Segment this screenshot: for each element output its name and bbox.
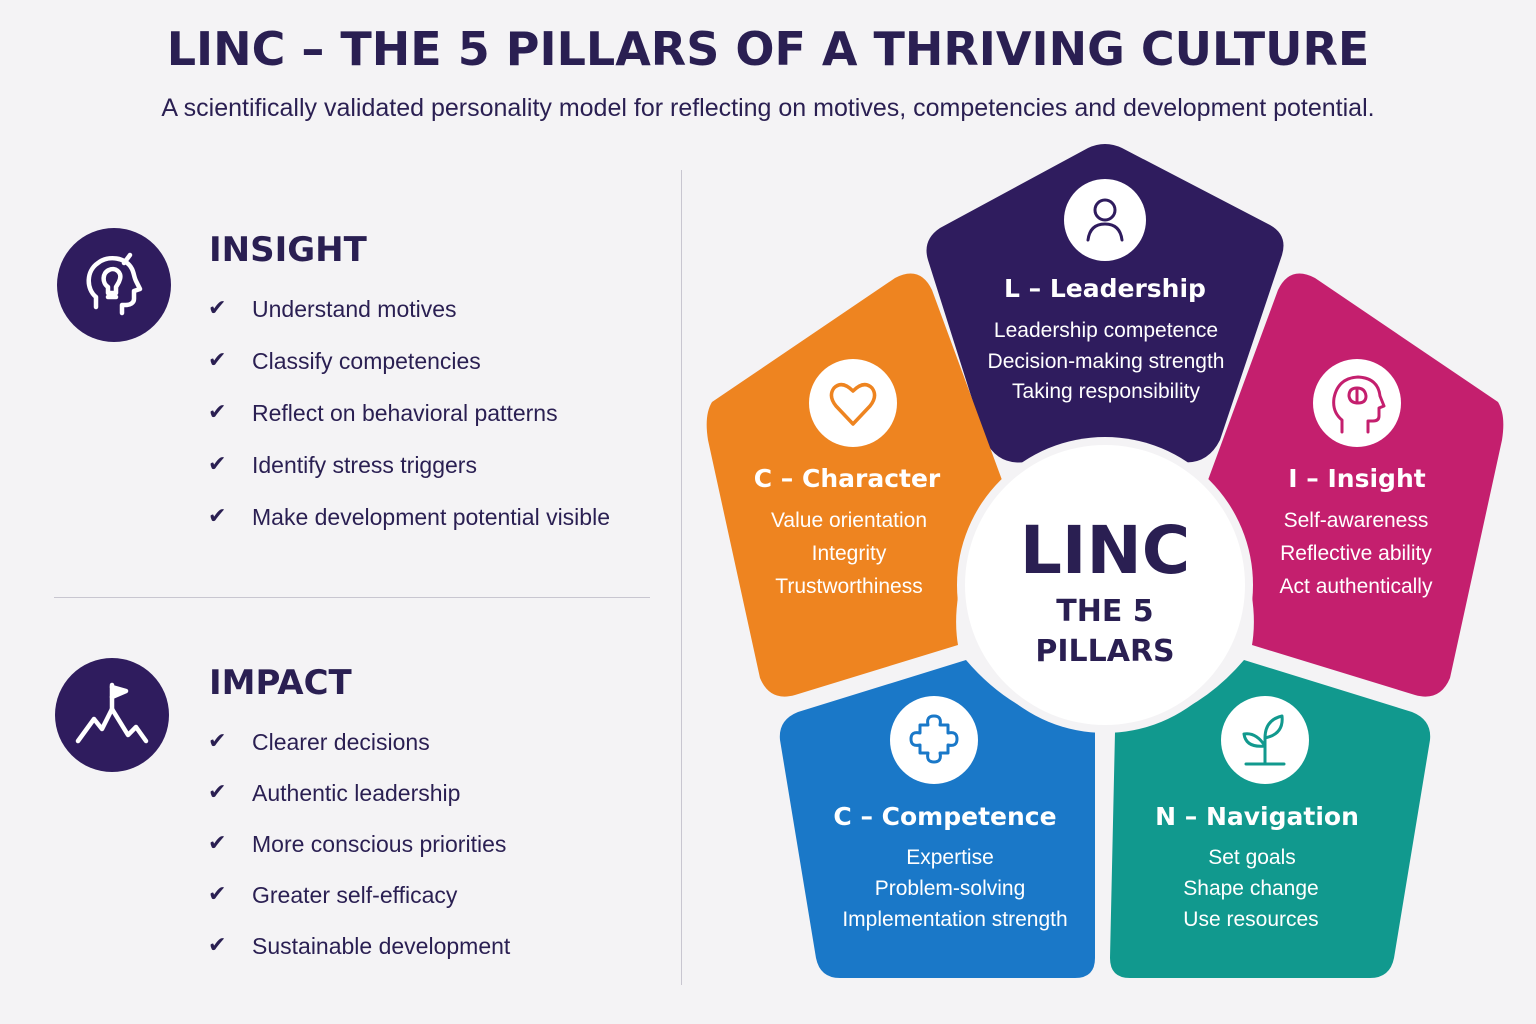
pillar-competence-shape [779,660,1095,978]
pillar-character-label: C – Character [754,464,941,493]
list-item: ✔Authentic leadership [208,780,461,806]
center-subtitle-line2: PILLARS [1035,634,1174,669]
list-item: ✔Understand motives [208,296,457,322]
pillar-navigation-item: Shape change [1183,877,1318,900]
horizontal-divider [54,597,650,598]
pillar-competence-label: C – Competence [833,802,1056,831]
center-hub-disc [965,445,1245,725]
section-title-insight: INSIGHT [209,230,367,270]
pillar-leadership-item: Decision-making strength [988,350,1225,373]
pillar-navigation: N – Navigation Set goals Shape change Us… [1110,660,1431,978]
pillar-insight-item: Self-awareness [1284,509,1429,532]
pillar-insight-item: Reflective ability [1280,542,1432,565]
list-item: ✔Classify competencies [208,348,481,374]
list-item: ✔More conscious priorities [208,831,507,857]
pillar-insight: I – Insight Self-awareness Reflective ab… [1208,273,1504,697]
linc-pillars-diagram: L – Leadership Leadership competence Dec… [706,144,1504,978]
center-hub: LINC THE 5 PILLARS [957,437,1253,733]
check-icon: ✔ [208,729,227,754]
pillar-navigation-shape [1110,660,1431,978]
check-icon: ✔ [208,882,227,907]
insight-list: ✔Understand motives ✔Classify competenci… [208,296,610,556]
brain-head-icon [1332,375,1386,434]
pillar-insight-shape [1208,273,1504,697]
list-item: ✔Sustainable development [208,933,511,959]
check-icon: ✔ [208,400,227,425]
pillar-leadership-item: Leadership competence [994,319,1218,342]
pillar-character-item: Trustworthiness [775,575,922,598]
pillar-character-shape [706,273,1002,697]
pillar-competence-icon-bg [890,696,978,784]
vertical-divider [681,170,682,985]
pillar-navigation-item: Use resources [1183,908,1318,931]
pillar-leadership-label: L – Leadership [1004,274,1206,303]
impact-list: ✔Clearer decisions ✔Authentic leadership… [208,729,510,984]
check-icon: ✔ [208,348,227,373]
list-item: ✔Greater self-efficacy [208,882,458,908]
pillar-competence-item: Expertise [906,846,994,869]
list-item: ✔Clearer decisions [208,729,430,755]
pillar-competence-item: Problem-solving [875,877,1026,900]
pillar-leadership-shape [926,144,1284,463]
pillar-character-item: Value orientation [771,509,927,532]
check-icon: ✔ [208,452,227,477]
check-icon: ✔ [208,831,227,856]
page-title: LINC – THE 5 PILLARS OF A THRIVING CULTU… [166,22,1370,76]
check-icon: ✔ [208,780,227,805]
pillar-competence-item: Implementation strength [842,908,1067,931]
pillar-insight-item: Act authentically [1280,575,1433,598]
person-icon [1086,198,1124,242]
center-title: LINC [1020,512,1190,589]
list-item: ✔Reflect on behavioral patterns [208,400,558,426]
section-title-impact: IMPACT [209,663,352,703]
heart-icon [829,382,877,426]
sprout-icon [1242,714,1286,766]
mountain-flag-icon [55,658,169,772]
center-subtitle-line1: THE 5 [1056,594,1153,629]
page-subtitle: A scientifically validated personality m… [161,94,1375,122]
pillar-leadership-item: Taking responsibility [1012,380,1200,403]
pillar-navigation-label: N – Navigation [1155,802,1359,831]
pillar-competence: C – Competence Expertise Problem-solving… [779,660,1095,978]
pillar-character: C – Character Value orientation Integrit… [706,273,1002,697]
check-icon: ✔ [208,933,227,958]
pillar-character-item: Integrity [812,542,887,565]
pillar-character-icon-bg [809,359,897,447]
check-icon: ✔ [208,296,227,321]
pillar-navigation-item: Set goals [1208,846,1296,869]
pillar-leadership: L – Leadership Leadership competence Dec… [926,144,1284,463]
list-item: ✔Identify stress triggers [208,452,477,478]
head-lightbulb-icon [57,228,171,342]
check-icon: ✔ [208,504,227,529]
list-item: ✔Make development potential visible [208,504,610,530]
pillar-insight-label: I – Insight [1288,464,1425,493]
puzzle-icon [909,714,959,764]
